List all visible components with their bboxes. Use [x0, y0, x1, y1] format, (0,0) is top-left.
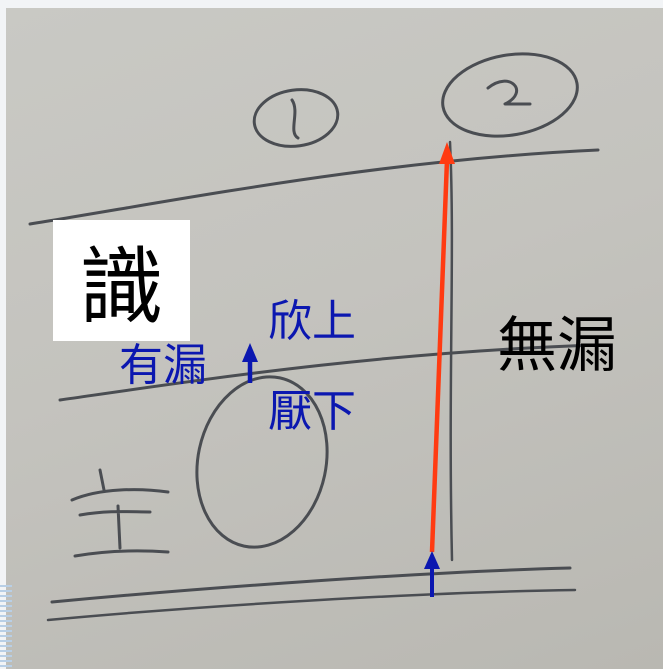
- label-aspire-upward: 欣上: [268, 296, 356, 347]
- bottom-line-lower: [46, 588, 577, 622]
- bottom-line-upper: [50, 566, 572, 604]
- slide-edge-stripe: [0, 585, 12, 669]
- label-with-outflows: 有漏: [119, 340, 207, 391]
- pencil-char-bottom: [73, 549, 170, 558]
- top-line: [28, 148, 600, 226]
- label-without-outflows: 無漏: [497, 311, 617, 381]
- pencil-char-top: [70, 468, 170, 502]
- label-disdain-downward: 厭下: [268, 386, 356, 437]
- circled-mark-1-digit: [290, 98, 300, 140]
- circled-mark-2-digit: [486, 79, 532, 106]
- circled-mark-2: [441, 52, 579, 138]
- consciousness-char: 識: [79, 238, 164, 336]
- blue-arrow-bottom: [424, 551, 440, 597]
- oval-shape: [195, 375, 329, 549]
- pencil-char-mid: [78, 504, 152, 550]
- circled-mark-1: [252, 88, 340, 148]
- consciousness-box: 識: [53, 220, 190, 341]
- red-arrow: [429, 142, 455, 553]
- blue-arrow-middle: [242, 343, 258, 383]
- middle-line: [58, 343, 600, 402]
- pencil-vertical-line: [448, 140, 454, 562]
